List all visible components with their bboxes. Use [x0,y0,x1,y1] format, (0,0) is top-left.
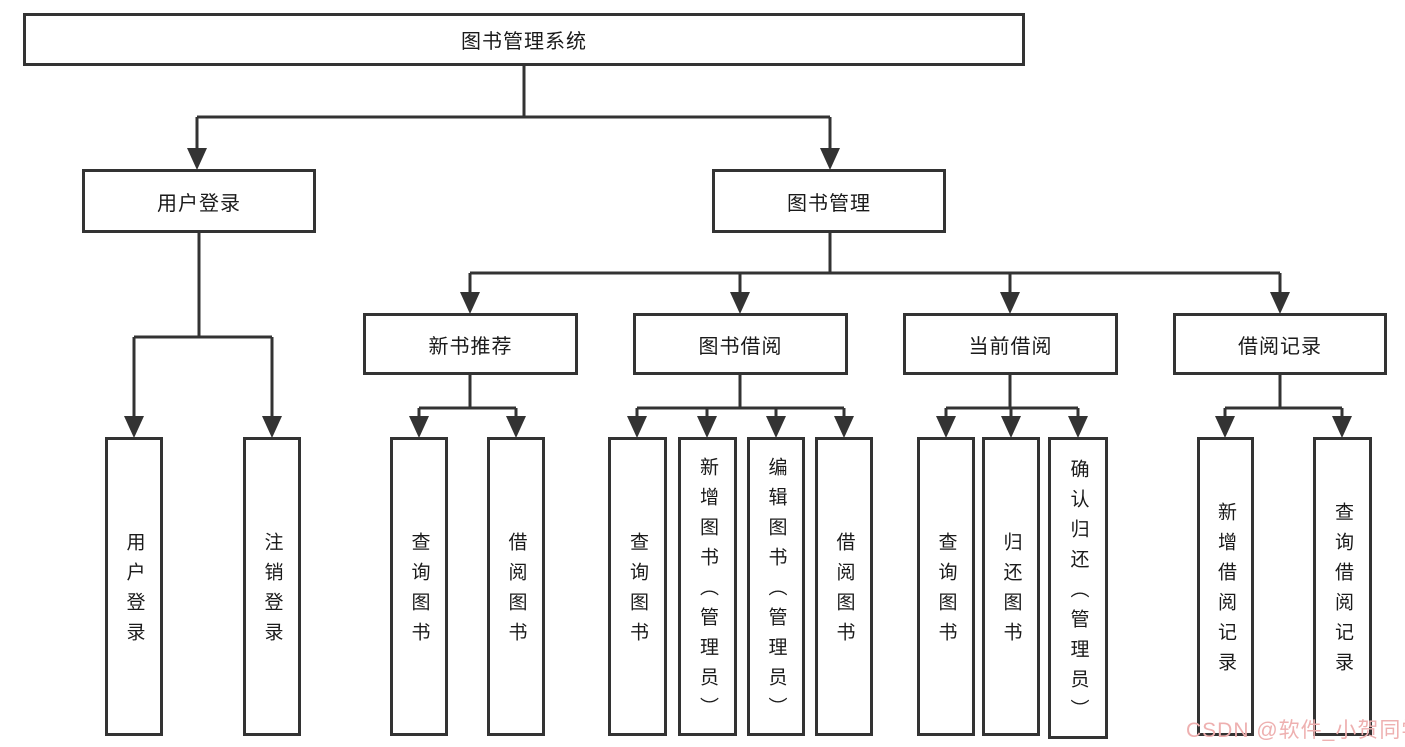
leaf-query-books: 查询图书 [917,437,975,736]
leaf-user-login: 用户登录 [105,437,163,736]
connector-borrow-to-leaves [635,373,846,417]
node-borrowing-records: 借阅记录 [1173,313,1387,375]
arrowhead [409,416,429,438]
leaf-label: 注销登录 [261,532,283,652]
arrowhead [124,416,144,438]
leaf-borrow-books: 借阅图书 [815,437,873,736]
arrowhead [936,416,956,438]
arrowhead [187,148,207,170]
arrowhead [820,148,840,170]
arrowhead [262,416,282,438]
leaf-label: 新增图书（管理员） [697,457,718,727]
leaf-label: 用户登录 [123,532,145,652]
node-new-book-recommendation: 新书推荐 [363,313,578,375]
connector-records-to-leaves [1223,373,1344,417]
leaf-label: 新增借阅记录 [1215,502,1236,682]
node-library-management-system: 图书管理系统 [23,13,1025,66]
connector-root-to-level2 [195,66,832,149]
leaf-query-books: 查询图书 [390,437,448,736]
leaf-label: 借阅图书 [505,532,527,652]
arrowhead [627,416,647,438]
arrowhead [1000,292,1020,314]
leaf-query-books: 查询图书 [608,437,667,736]
leaf-confirm-return-admin: 确认归还（管理员） [1048,437,1108,739]
node-book-borrowing: 图书借阅 [633,313,848,375]
arrowhead [1332,416,1352,438]
arrowhead [1270,292,1290,314]
leaf-edit-books-admin: 编辑图书（管理员） [747,437,805,736]
leaf-logout: 注销登录 [243,437,301,736]
connector-bookmgmt-to-level3 [468,231,1282,293]
node-current-borrowing: 当前借阅 [903,313,1118,375]
leaf-label: 查询图书 [627,532,648,652]
leaf-label: 确认归还（管理员） [1067,458,1089,729]
leaf-label: 查询图书 [935,532,957,652]
arrowhead [460,292,480,314]
arrowhead [1215,416,1235,438]
leaf-borrow-books: 借阅图书 [487,437,545,736]
connector-current-to-leaves [944,373,1080,417]
connector-userlogin-to-leaves [132,231,274,417]
connector-newbook-to-leaves [417,373,518,417]
leaf-label: 借阅图书 [833,532,855,652]
leaf-label: 归还图书 [1000,532,1022,652]
leaf-return-books: 归还图书 [982,437,1040,736]
leaf-query-borrow-record: 查询借阅记录 [1313,437,1372,736]
leaf-add-borrow-record: 新增借阅记录 [1197,437,1254,736]
arrowhead [834,416,854,438]
arrowhead [766,416,786,438]
arrowhead [506,416,526,438]
csdn-watermark: CSDN @软件_小贺同学 [1186,719,1405,742]
arrowhead [730,292,750,314]
arrowhead [1001,416,1021,438]
leaf-label: 查询借阅记录 [1332,502,1353,682]
arrowhead [1068,416,1088,438]
leaf-label: 查询图书 [408,532,430,652]
leaf-add-books-admin: 新增图书（管理员） [678,437,737,736]
arrowhead [697,416,717,438]
node-user-login: 用户登录 [82,169,316,233]
node-book-management: 图书管理 [712,169,946,233]
leaf-label: 编辑图书（管理员） [765,457,787,727]
